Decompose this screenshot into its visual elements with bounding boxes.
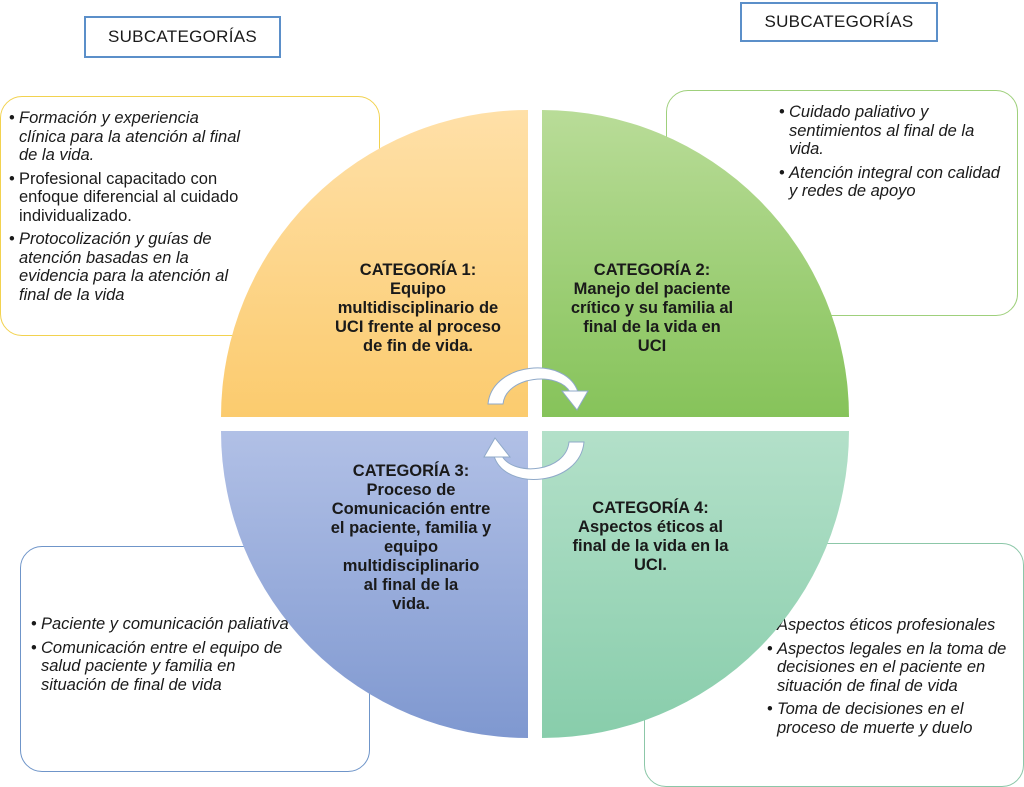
category-title: CATEGORÍA 4: — [592, 499, 709, 517]
subcategory-item: Comunicación entre el equipo de salud pa… — [31, 639, 299, 695]
category-2-quadrant — [542, 110, 849, 417]
category-text-line: multidisciplinario — [342, 557, 480, 575]
category-text-line: final de la vida en — [583, 318, 721, 336]
subcategory-item: Paciente y comunicación paliativa — [31, 615, 299, 634]
cycle-arrow-bottom-icon — [483, 437, 585, 480]
cycle-arrow-top-icon — [487, 367, 589, 411]
category-text-line: vida. — [392, 595, 430, 613]
subcategory-item: Cuidado paliativo y sentimientos al fina… — [779, 103, 1011, 159]
subcategory-item: Profesional capacitado con enfoque difer… — [9, 170, 243, 226]
subcategory-item: Aspectos legales en la toma de decisione… — [767, 640, 1011, 696]
category-text-line: Aspectos éticos al — [578, 518, 723, 536]
category-1-label: CATEGORÍA 1: Equipo multidisciplinario d… — [318, 261, 518, 356]
category-text-line: Equipo — [390, 280, 446, 298]
category-text-line: multidisciplinario de — [337, 299, 499, 317]
category-text-line: de fin de vida. — [362, 337, 474, 355]
subcategories-header-right: SUBCATEGORÍAS — [740, 2, 938, 42]
category-title: CATEGORÍA 2: — [593, 261, 711, 279]
category-text-line: Manejo del paciente — [573, 280, 731, 298]
category-text-line: crítico y su familia al — [570, 299, 734, 317]
category-text-line: al final de la — [363, 576, 459, 594]
category-4-quadrant — [542, 431, 849, 738]
subcategory-item: Formación y experiencia clínica para la … — [9, 109, 243, 165]
category-2-label: CATEGORÍA 2: Manejo del paciente crítico… — [552, 261, 752, 356]
category-text-line: Proceso de — [366, 481, 456, 499]
subcategory-item: Protocolización y guías de atención basa… — [9, 230, 243, 304]
category-text-line: final de la vida en la — [572, 537, 729, 555]
subcategory-item: Toma de decisiones en el proceso de muer… — [767, 700, 1011, 737]
category-text-line: UCI. — [634, 556, 667, 574]
category-text-line: equipo — [383, 538, 439, 556]
category-4-label: CATEGORÍA 4: Aspectos éticos al final de… — [548, 499, 753, 575]
category-3-quadrant — [221, 431, 528, 738]
category-title: CATEGORÍA 3: — [352, 462, 470, 480]
subcategories-header-left: SUBCATEGORÍAS — [84, 16, 281, 58]
category-text-line: UCI — [637, 337, 667, 355]
category-1-quadrant — [221, 110, 528, 417]
category-text-line: el paciente, familia y — [330, 519, 492, 537]
category-text-line: UCI frente al proceso — [335, 318, 501, 336]
category-text-line: Comunicación entre — [331, 500, 491, 518]
category-title: CATEGORÍA 1: — [359, 261, 477, 279]
subcategory-item: Atención integral con calidad y redes de… — [779, 164, 1011, 201]
category-3-label: CATEGORÍA 3: Proceso de Comunicación ent… — [306, 462, 516, 614]
